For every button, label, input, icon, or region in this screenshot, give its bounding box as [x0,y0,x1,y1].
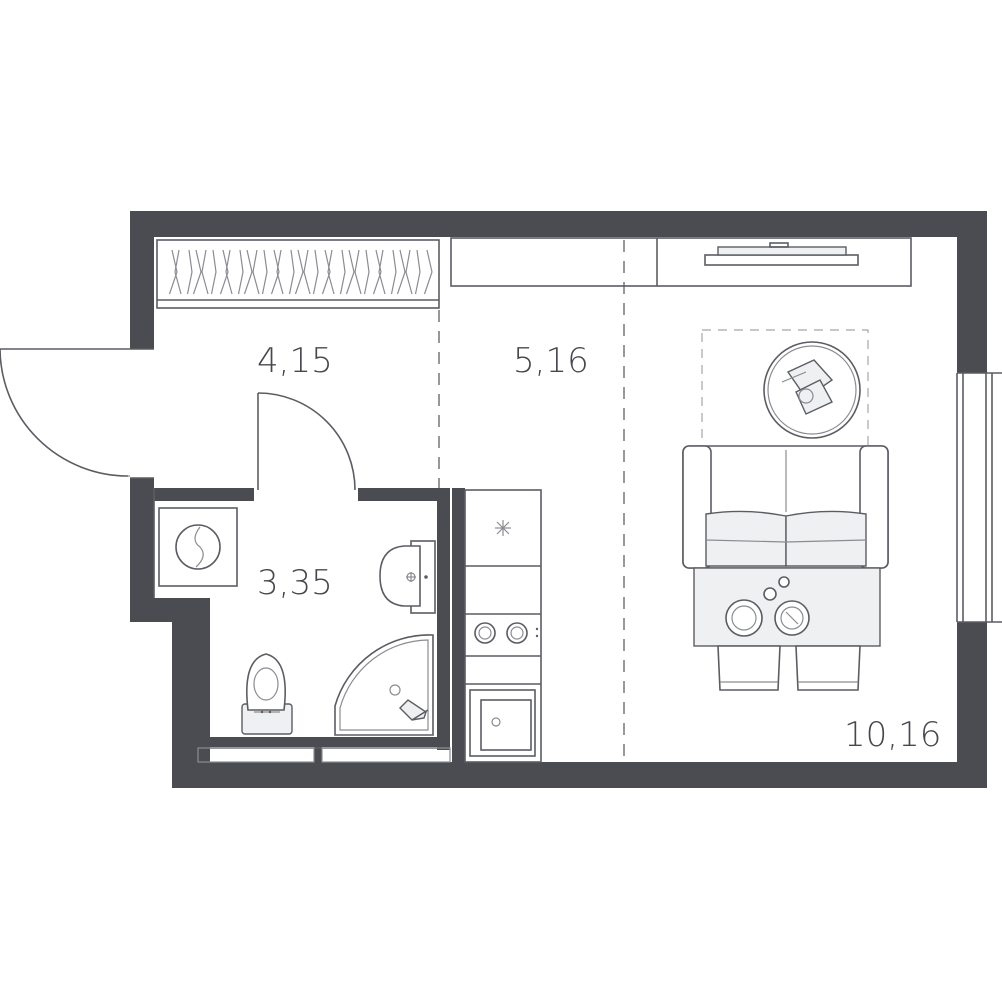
wardrobe-hanger [192,249,202,295]
hall-area-label: 4,15 [257,341,333,381]
washing-machine [158,507,238,587]
wardrobe-hanger [327,249,335,295]
wardrobe-hanger [252,249,260,295]
kitchen-counter [464,489,542,763]
living-area-label: 10,16 [844,715,941,755]
wardrobe-hanger [372,249,382,295]
wardrobe-hanger [363,249,370,295]
wardrobe-hanger [174,249,182,295]
wardrobe-hanger [294,249,304,295]
wardrobe-hanger [261,249,268,295]
wardrobe-hanger [243,249,253,295]
fridge-icon [495,520,511,536]
washbasin [379,540,436,614]
wardrobe-hanger [201,249,209,295]
wardrobe-hanger [270,249,280,295]
kitchen-sink [469,689,536,757]
wall-bath-bottom [210,737,450,747]
wardrobe-hanger [414,249,421,295]
window [956,372,1002,623]
wardrobe-hanger [237,249,244,295]
bathroom-area-label: 3,35 [257,563,333,603]
wardrobe-hanger [345,249,355,295]
chair-right [795,645,861,691]
wardrobe-hanger [288,249,295,295]
wardrobe-hanger [210,249,217,295]
toilet [241,653,293,735]
shower-cabin [334,634,434,736]
walls [130,211,987,788]
wardrobe-hanger [390,249,397,295]
wall-right-upper [957,211,987,373]
wardrobe-hanger [396,249,406,295]
wardrobe [156,239,440,309]
wardrobe-hanger [312,249,319,295]
wall-bath-top-right [358,488,450,501]
bathroom-door [257,392,356,491]
wall-top [130,211,987,237]
wardrobe-hanger [378,249,386,295]
wardrobe-hanger [219,249,229,295]
wall-bottom [172,762,987,788]
wall-bath-right [437,488,450,750]
coffee-table [763,341,861,439]
tv-shelf [450,237,912,287]
wardrobe-hanger [354,249,362,295]
wall-bath-top-left [154,488,254,501]
kitchen-area-label: 5,16 [513,341,589,381]
wall-left-lower [130,478,154,598]
wardrobe-hanger [276,249,284,295]
wardrobe-hanger [423,249,433,295]
wall-left-upper [130,211,154,349]
wardrobe-hanger [303,249,311,295]
chair-left [717,645,781,691]
wardrobe-hanger [321,249,331,295]
wardrobe-hanger [186,249,193,295]
sofa [682,445,889,569]
wall-left-bottom [172,598,210,788]
wardrobe-hanger [168,249,178,295]
dining-table [693,567,881,647]
wall-bath-bottom-post [314,737,322,765]
wall-kitchen-partition [452,488,465,762]
wardrobe-hanger [339,249,346,295]
entrance-door [0,348,130,477]
wardrobe-hanger [225,249,233,295]
wall-right-lower [957,622,987,788]
wardrobe-hanger [405,249,413,295]
cooktop [474,622,539,644]
